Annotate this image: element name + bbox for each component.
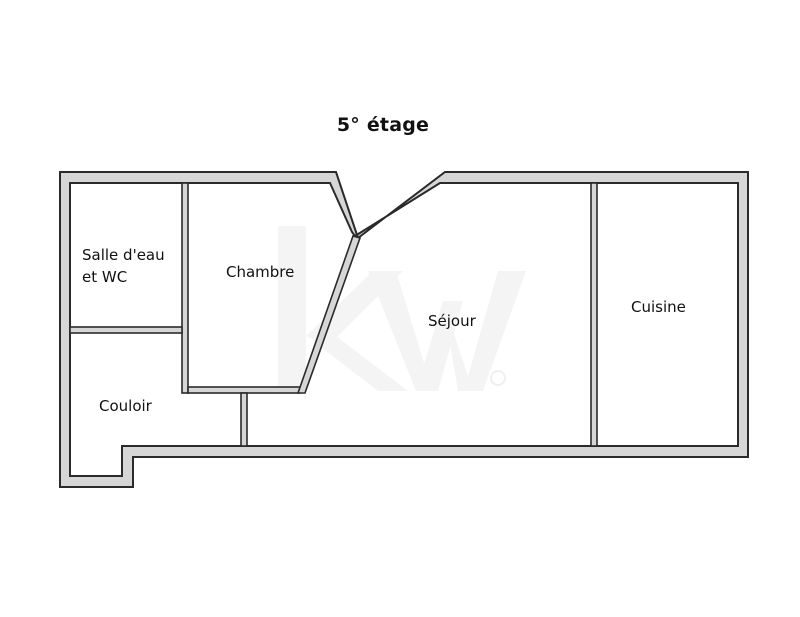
room-cuisine: Cuisine [631,298,686,316]
room-salle-deau: Salle d'eau et WC [82,244,165,288]
floor-title: 5° étage [336,114,430,136]
room-label-line2: et WC [82,268,128,286]
room-chambre: Chambre [226,263,295,281]
room-sejour: Séjour [428,312,476,330]
room-couloir: Couloir [99,397,152,415]
kw-watermark-logo [278,226,526,391]
outer-walls [59,171,749,488]
interior-walls [69,182,598,447]
room-label-line1: Salle d'eau [82,246,165,264]
